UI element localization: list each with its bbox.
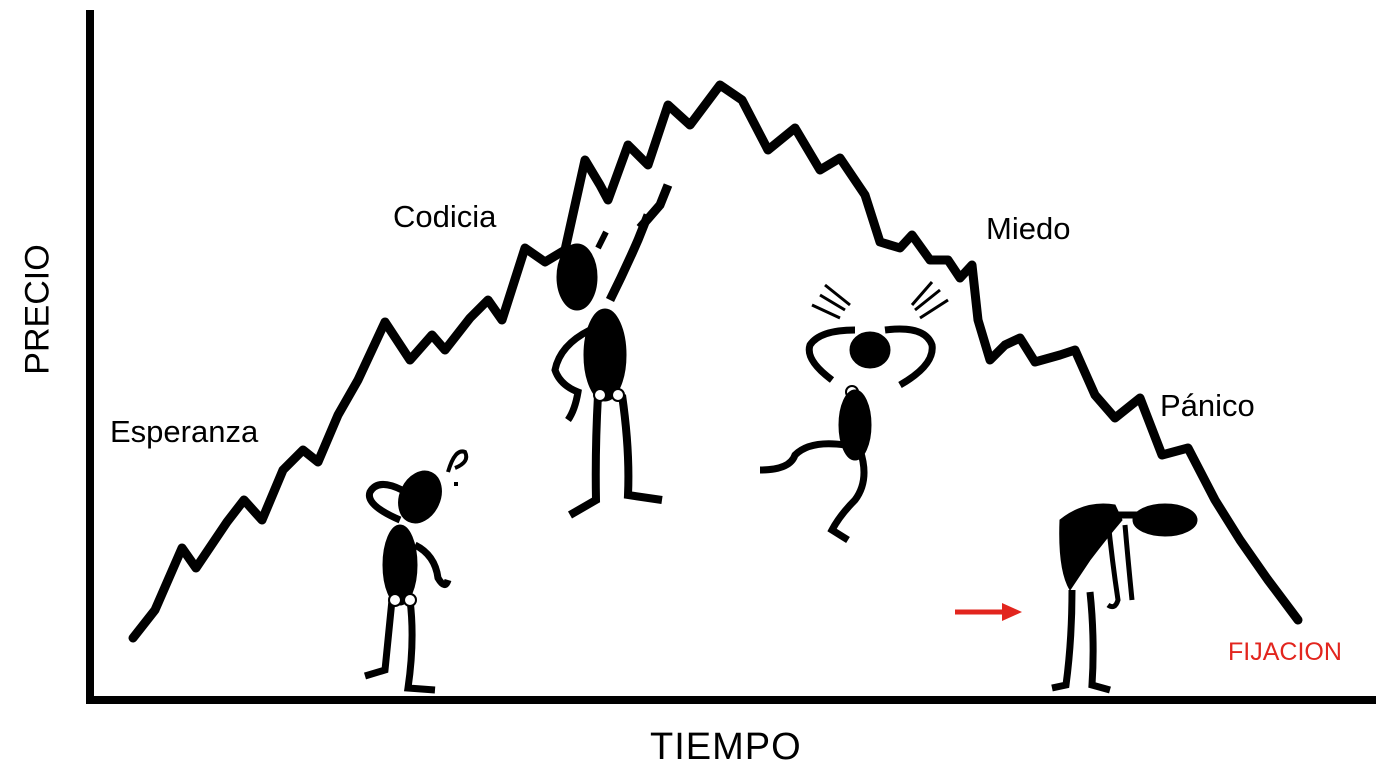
y-axis-label: PRECIO [18, 244, 57, 375]
figure-panico [1051, 503, 1198, 694]
figure-esperanza [363, 449, 469, 694]
label-panico: Pánico [1160, 388, 1255, 423]
label-codicia: Codicia [393, 199, 497, 234]
figure-codicia [551, 183, 673, 519]
x-axis-label: TIEMPO [650, 726, 802, 768]
arrow-icon [955, 603, 1022, 621]
figure-miedo [759, 281, 949, 543]
label-miedo: Miedo [986, 211, 1071, 246]
price-curve [128, 80, 1303, 643]
label-esperanza: Esperanza [110, 414, 259, 449]
label-fijacion: FIJACION [1228, 638, 1342, 666]
